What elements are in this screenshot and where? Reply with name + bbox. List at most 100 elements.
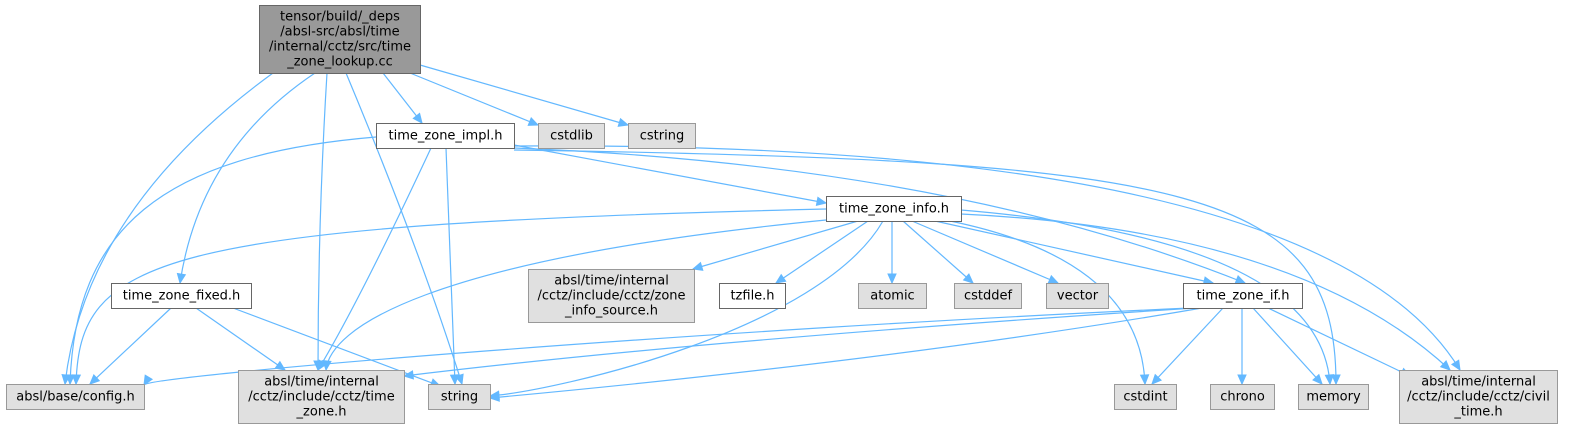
node-fixed[interactable]: time_zone_fixed.h xyxy=(111,283,252,309)
edge-impl-to-string xyxy=(445,147,460,386)
node-label-line: tensor/build/_deps xyxy=(280,10,400,25)
node-ifh[interactable]: time_zone_if.h xyxy=(1183,283,1303,309)
edge-line xyxy=(1267,307,1411,377)
edge-arrowhead xyxy=(774,273,787,284)
node-label-line: chrono xyxy=(1220,390,1265,405)
node-config: absl/base/config.h xyxy=(6,384,145,410)
node-box xyxy=(376,123,515,149)
edge-arrowhead xyxy=(1047,274,1060,284)
node-box xyxy=(259,5,421,74)
node-tzh: absl/time/internal/cctz/include/cctz/tim… xyxy=(238,370,405,424)
edge-arrowhead xyxy=(1139,374,1150,386)
edge-ifh-to-civil xyxy=(1267,307,1412,377)
node-info[interactable]: time_zone_info.h xyxy=(826,196,962,222)
node-label-line: _time.h xyxy=(1453,405,1502,420)
edge-line xyxy=(382,72,423,124)
node-label-line: atomic xyxy=(870,289,914,304)
edge-line xyxy=(902,220,974,284)
edge-line xyxy=(911,220,1059,284)
edge-info-to-cstddef xyxy=(902,220,974,284)
node-label-line: _info_source.h xyxy=(564,304,658,319)
edge-ifh-to-tzh xyxy=(402,307,1196,380)
node-box xyxy=(1114,384,1177,410)
edge-line xyxy=(1252,307,1323,385)
node-label-line: time_zone_if.h xyxy=(1197,289,1290,304)
node-civil: absl/time/internal/cctz/include/cctz/civ… xyxy=(1399,370,1558,424)
node-label-line: tzfile.h xyxy=(730,289,774,304)
edge-info-to-atomic xyxy=(887,221,897,285)
node-label-line: absl/time/internal xyxy=(1421,375,1536,390)
node-label-line: /internal/cctz/src/time xyxy=(269,40,411,55)
node-box xyxy=(628,123,696,149)
edge-line xyxy=(409,72,539,126)
edge-arrowhead xyxy=(887,273,897,285)
edge-info-to-cstdint xyxy=(949,220,1150,386)
edge-arrowhead xyxy=(1439,359,1451,371)
edge-arrowhead xyxy=(1324,374,1335,386)
edge-ifh-to-string xyxy=(488,307,1203,402)
edge-line xyxy=(489,307,1203,399)
node-box xyxy=(528,269,695,323)
node-box xyxy=(719,283,786,309)
node-box xyxy=(858,283,927,309)
edge-ifh-to-memory xyxy=(1252,307,1323,385)
edge-info-to-ifh xyxy=(934,220,1215,286)
edge-arrowhead xyxy=(322,360,332,372)
edge-root-to-string xyxy=(345,72,464,386)
edge-line xyxy=(317,72,328,371)
node-label-line: absl/time/internal xyxy=(554,274,669,289)
node-box xyxy=(1183,283,1303,309)
edge-arrowhead xyxy=(691,261,704,271)
node-chrono: chrono xyxy=(1210,384,1275,410)
node-label-line: memory xyxy=(1306,390,1361,405)
edge-root-to-fixed xyxy=(176,72,316,285)
edge-line xyxy=(325,219,827,371)
edge-line xyxy=(949,220,1146,385)
edge-line xyxy=(232,307,441,387)
edge-arrowhead xyxy=(1312,373,1323,385)
node-label-line: time_zone_fixed.h xyxy=(123,289,241,304)
edge-arrowhead xyxy=(89,373,101,385)
node-cstddef: cstddef xyxy=(954,283,1022,309)
node-label-line: absl/base/config.h xyxy=(16,390,135,405)
node-cstdint: cstdint xyxy=(1114,384,1177,410)
node-box xyxy=(538,123,605,149)
edge-arrowhead xyxy=(65,374,76,386)
edge-arrowhead xyxy=(71,374,82,386)
node-label-line: cstdint xyxy=(1123,390,1167,405)
edge-arrowhead xyxy=(815,196,828,206)
edge-line xyxy=(179,72,316,284)
node-box xyxy=(428,384,491,410)
node-box xyxy=(954,283,1022,309)
edge-arrowhead xyxy=(412,112,423,124)
node-box xyxy=(6,384,145,410)
node-label-line: time_zone_impl.h xyxy=(389,129,503,144)
node-label-line: /cctz/include/cctz/zone xyxy=(537,289,685,304)
edge-line xyxy=(960,213,1451,371)
edge-info-to-zis xyxy=(691,220,859,271)
node-box xyxy=(1399,370,1558,424)
edge-line xyxy=(692,220,859,270)
node-box xyxy=(111,283,252,309)
edge-line xyxy=(143,307,1191,386)
edge-root-to-cstdlib xyxy=(409,72,540,126)
node-impl[interactable]: time_zone_impl.h xyxy=(376,123,515,149)
edge-line xyxy=(513,145,1461,371)
edge-line xyxy=(489,220,884,397)
node-memory: memory xyxy=(1298,384,1369,410)
edge-info-to-memory xyxy=(960,209,1335,386)
node-label-line: cstdlib xyxy=(550,129,593,144)
edge-info-to-tzh xyxy=(322,219,827,372)
edges-layer xyxy=(61,64,1461,402)
edge-impl-to-info xyxy=(513,144,828,206)
node-cstring: cstring xyxy=(628,123,696,149)
node-vector: vector xyxy=(1046,283,1109,309)
edge-info-to-tzfile xyxy=(774,220,869,284)
node-root: tensor/build/_deps/absl-src/absl/time/in… xyxy=(259,5,421,74)
edge-ifh-to-config xyxy=(143,307,1191,387)
nodes-layer: tensor/build/_deps/absl-src/absl/time/in… xyxy=(6,5,1558,424)
node-label-line: vector xyxy=(1057,289,1099,304)
node-label-line: _zone_lookup.cc xyxy=(286,55,393,70)
edge-fixed-to-config xyxy=(89,307,172,385)
node-tzfile[interactable]: tzfile.h xyxy=(719,283,786,309)
